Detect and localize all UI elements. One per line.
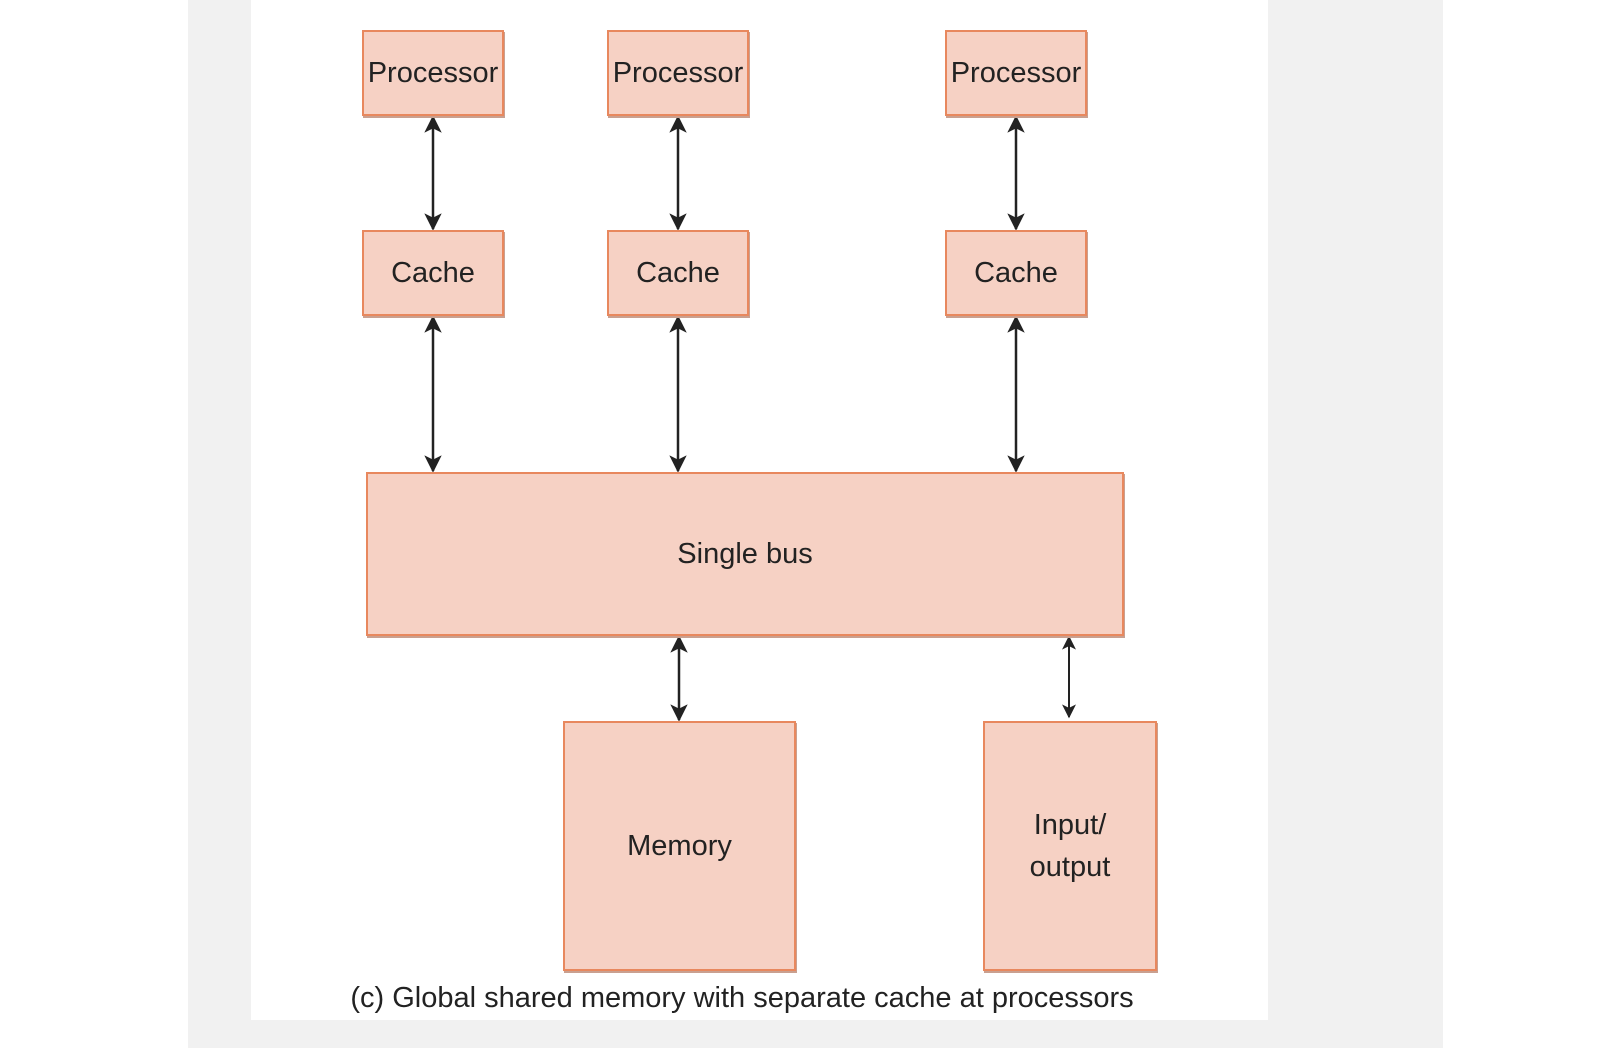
cache-box-2: Cache	[607, 230, 749, 316]
cache-box-3: Cache	[945, 230, 1087, 316]
left-margin-band	[188, 0, 251, 1048]
cache-label-2: Cache	[636, 256, 720, 289]
bottom-margin-band	[188, 1020, 1443, 1048]
figure-caption: (c) Global shared memory with separate c…	[350, 982, 1134, 1014]
processor-label-1: Processor	[367, 56, 499, 89]
processor-box-3: Processor	[945, 30, 1087, 116]
io-box: Input/ output	[983, 721, 1157, 971]
single-bus-label: Single bus	[677, 537, 813, 570]
processor-box-1: Processor	[362, 30, 504, 116]
io-label-line2: output	[1029, 851, 1111, 883]
cache-label-3: Cache	[974, 256, 1058, 289]
cache-label-1: Cache	[391, 256, 475, 289]
right-margin-band	[1268, 0, 1443, 1048]
memory-box: Memory	[563, 721, 796, 971]
cache-box-1: Cache	[362, 230, 504, 316]
processor-label-3: Processor	[950, 56, 1082, 89]
processor-box-2: Processor	[607, 30, 749, 116]
memory-label: Memory	[627, 829, 732, 862]
io-label-line1: Input/	[1033, 808, 1107, 841]
single-bus-box: Single bus	[366, 472, 1124, 636]
processor-label-2: Processor	[612, 56, 744, 89]
